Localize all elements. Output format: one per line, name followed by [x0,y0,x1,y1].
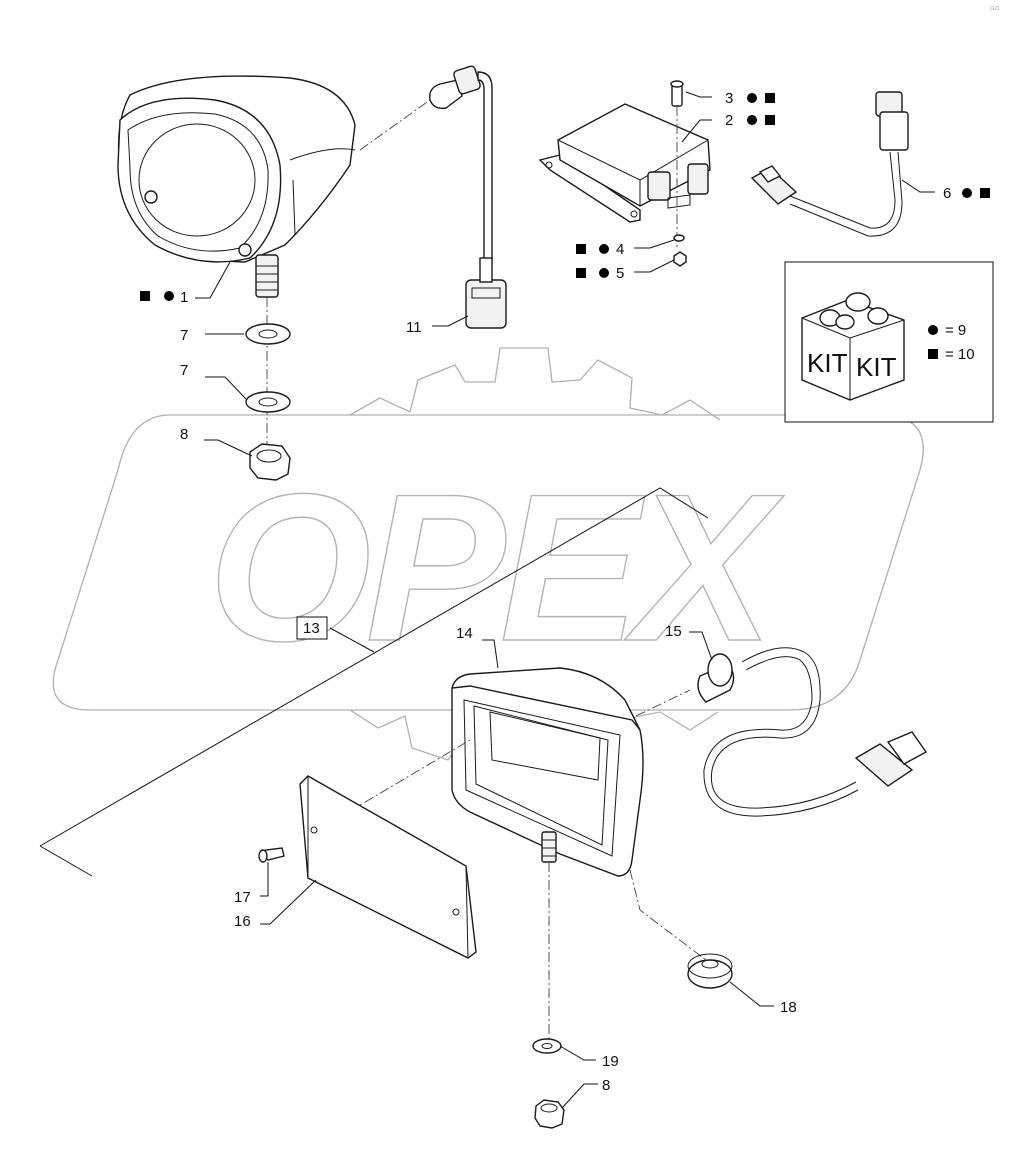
watermark-badge-outline [52,414,924,711]
square-icon [576,268,586,278]
square-icon [576,244,586,254]
callout-label: 18 [780,999,797,1016]
washer-7-lower [245,391,291,413]
callout-5: 5 [576,265,624,282]
callout-19: 19 [602,1053,619,1070]
callout-7a: 7 [180,327,188,344]
square-icon [765,93,775,103]
control-unit [538,103,711,223]
callout-label: 2 [725,112,733,129]
callout-6: 6 [943,185,990,202]
callout-label: 1 [180,289,188,306]
axis-lens [317,739,471,831]
callout-label: 13 [303,620,320,637]
callout-4: 4 [576,241,624,258]
bulb-assembly [429,65,507,329]
callout-8a: 8 [180,426,188,443]
callout-11: 11 [406,319,422,336]
callout-13-box [296,616,328,640]
nut-5 [673,251,687,267]
leader-13-diagonal [39,487,709,877]
callout-7b: 7 [180,362,188,379]
callout-17: 17 [234,889,251,906]
axis-grommet-15 [635,689,691,717]
callout-label: 14 [456,625,473,642]
callout-label: 8 [180,426,188,443]
nut-8-lower [534,1099,565,1129]
washer-7-upper [245,323,291,345]
callout-13: 13 [296,616,328,640]
axis-bulb [359,99,431,151]
washer-4 [673,234,685,242]
harness-6 [750,91,909,237]
dot-icon [599,244,609,254]
callout-18: 18 [780,999,797,1016]
callout-label: 17 [234,889,251,906]
callout-8b: 8 [602,1077,610,1094]
screw-3 [670,80,684,107]
callout-16: 16 [234,913,251,930]
dot-icon [747,115,757,125]
callout-label: 15 [665,623,682,640]
grommet-18 [687,953,733,989]
square-icon [140,291,150,301]
rect-lamp-housing [451,667,644,877]
callout-3: 3 [725,90,775,107]
square-icon [765,115,775,125]
screw-17 [258,847,285,863]
callout-15: 15 [665,623,682,640]
work-lamp [117,75,356,298]
dot-icon [599,268,609,278]
lens-16 [299,775,477,959]
cable-assembly [697,647,928,817]
washer-19 [532,1038,562,1054]
watermark-text: OPEX [208,450,784,685]
leader-lines [195,91,935,1109]
axis-grommet-18 [629,869,707,961]
watermark: OPEX [52,347,924,779]
corner-mark: ▫▫ [990,4,1000,12]
callout-14: 14 [456,625,473,642]
nut-8-upper [249,443,291,481]
callout-label: 4 [616,241,624,258]
callout-label: 16 [234,913,251,930]
square-icon [980,188,990,198]
kit-label-right: KIT [856,352,897,382]
callout-label: 8 [602,1077,610,1094]
kit-label-left: KIT [807,348,848,378]
callout-1: 1 [140,289,188,306]
legend-square-icon [928,349,938,359]
callout-label: 7 [180,327,188,344]
kit-box: KIT KIT = 9 = 10 [784,261,994,423]
callout-label: 11 [406,319,422,336]
legend-dot-text: = 9 [945,322,966,339]
dot-icon [747,93,757,103]
dot-icon [962,188,972,198]
dot-icon [164,291,174,301]
callout-label: 5 [616,265,624,282]
callout-label: 6 [943,185,951,202]
callout-label: 3 [725,90,733,107]
callout-2: 2 [725,112,775,129]
callout-label: 19 [602,1053,619,1070]
callout-label: 7 [180,362,188,379]
legend-dot-icon [928,325,938,335]
legend-square-text: = 10 [945,346,975,363]
